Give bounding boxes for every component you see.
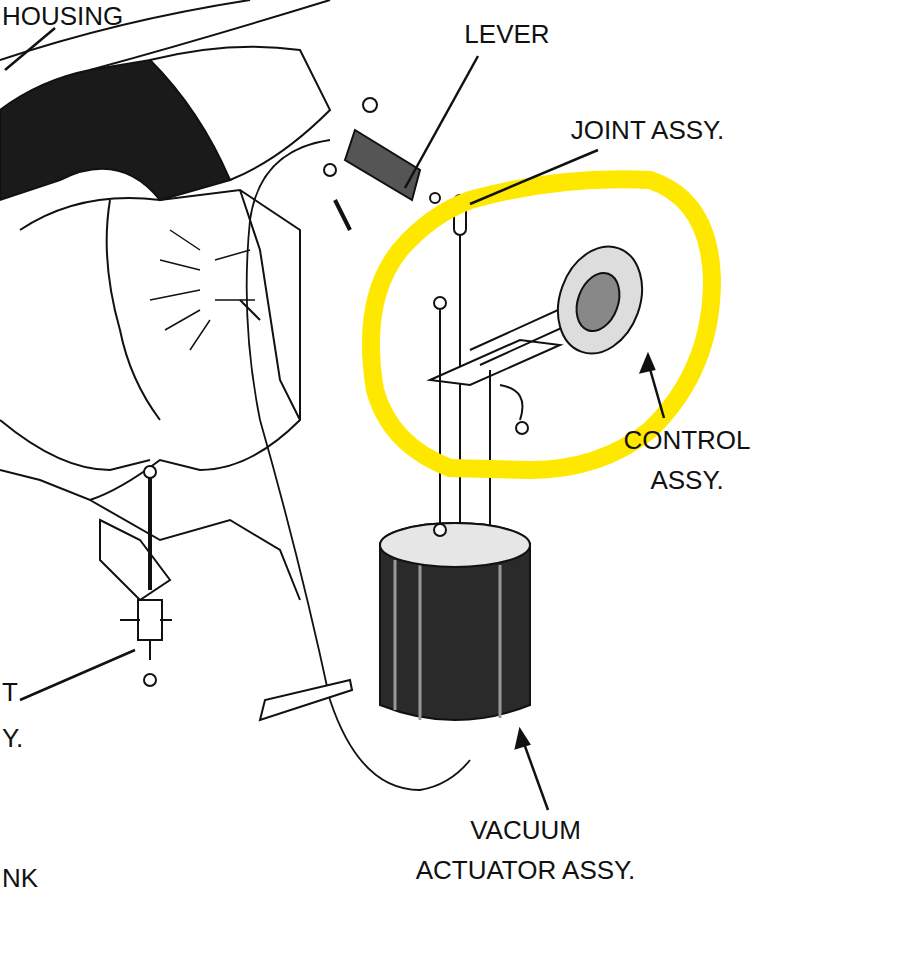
part-label: CONTROL ASSY. — [612, 420, 762, 500]
part-label: JOINT ASSY. — [540, 110, 755, 150]
part-label: VACUUM ACTUATOR ASSY. — [398, 810, 653, 890]
part-label: T — [2, 672, 32, 712]
part-label: LEVER — [452, 14, 562, 54]
part-label: NK — [2, 858, 52, 898]
part-label: HOUSING — [2, 0, 177, 36]
housing-outline — [0, 0, 656, 790]
leader-lines — [5, 28, 664, 810]
part-label: Y. — [2, 718, 42, 758]
